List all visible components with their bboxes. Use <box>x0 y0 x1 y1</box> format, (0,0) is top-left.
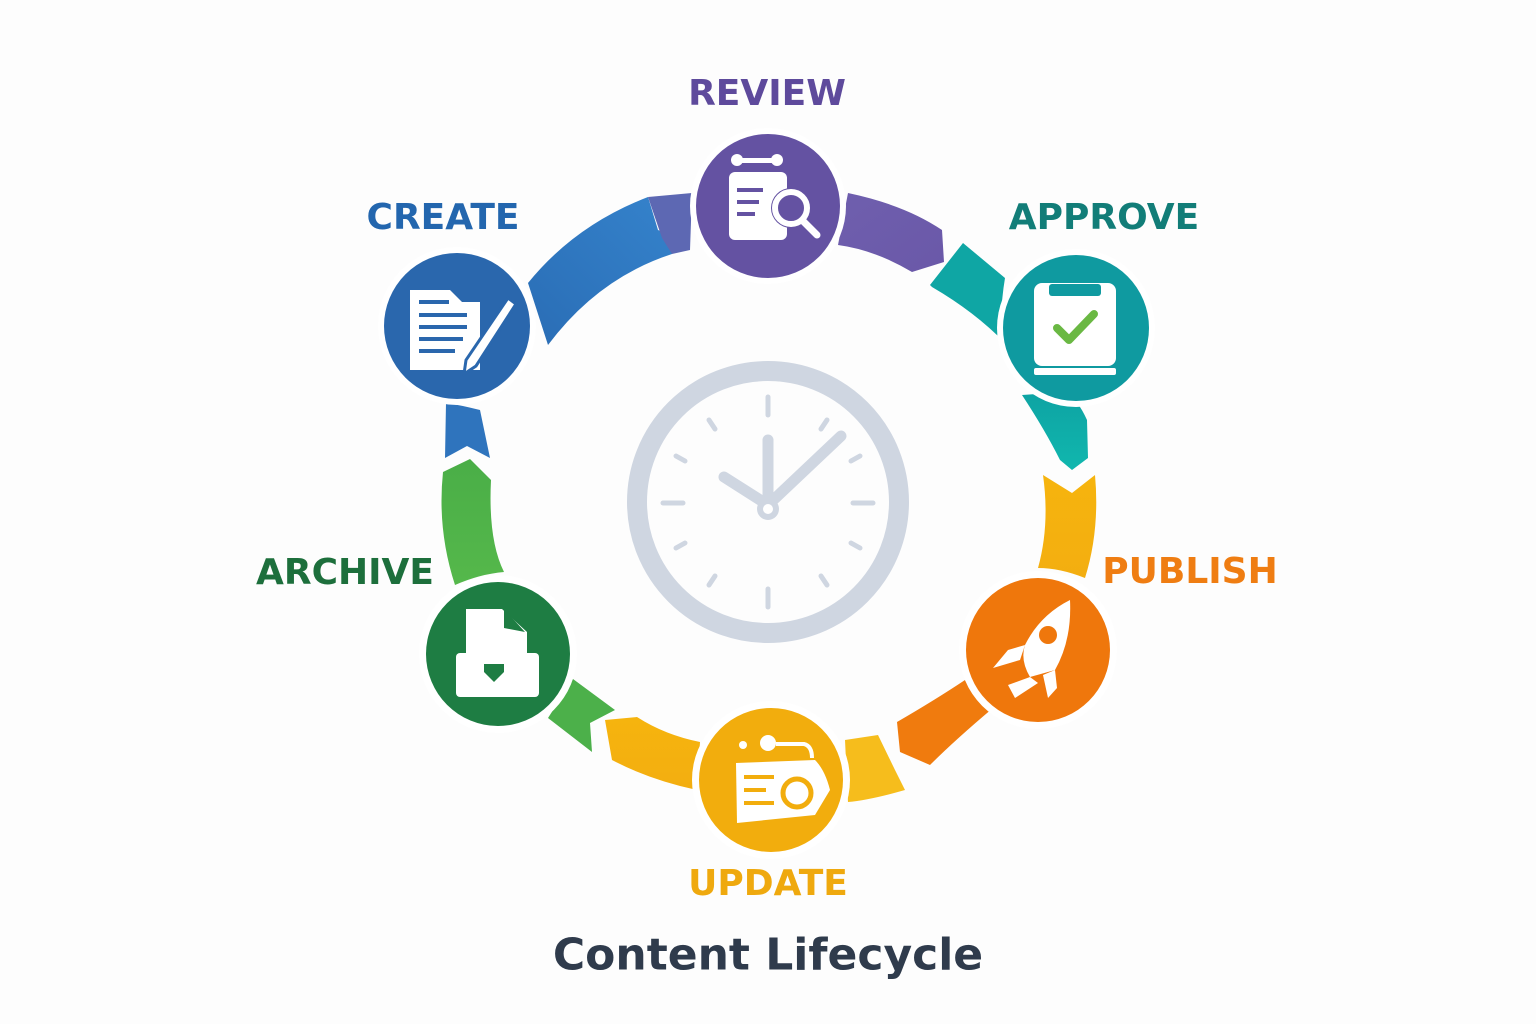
rocket-icon <box>993 600 1071 698</box>
stage-node-review[interactable] <box>690 128 846 284</box>
stage-label-update: UPDATE <box>688 863 848 904</box>
clipboard-check-icon <box>1034 283 1116 375</box>
stage-label-approve: APPROVE <box>1008 197 1200 238</box>
arrow-approve-to-publish <box>1038 475 1097 578</box>
arrow-create-to-review <box>528 193 692 345</box>
arrow-publish-to-update <box>845 680 993 802</box>
arrow-update-to-archive <box>548 679 700 790</box>
stage-label-archive: ARCHIVE <box>256 552 434 593</box>
document-edit-icon <box>410 290 519 378</box>
archive-box-icon <box>456 609 539 697</box>
stage-node-create[interactable] <box>378 247 536 405</box>
stage-label-review: REVIEW <box>688 73 846 114</box>
document-refresh-icon <box>736 735 830 823</box>
stage-node-archive[interactable] <box>419 575 577 733</box>
diagram-title: Content Lifecycle <box>552 929 984 981</box>
stage-label-publish: PUBLISH <box>1102 551 1278 592</box>
arrow-approve <box>930 243 1088 470</box>
stage-label-create: CREATE <box>366 197 520 238</box>
stage-node-update[interactable] <box>692 701 850 859</box>
arrow-review-to-approve <box>838 193 944 272</box>
document-search-icon <box>729 154 821 240</box>
stage-node-publish[interactable] <box>959 571 1117 729</box>
arrow-archive-to-create <box>441 403 504 585</box>
clock-icon <box>627 361 909 643</box>
stage-node-approve[interactable] <box>997 249 1155 407</box>
